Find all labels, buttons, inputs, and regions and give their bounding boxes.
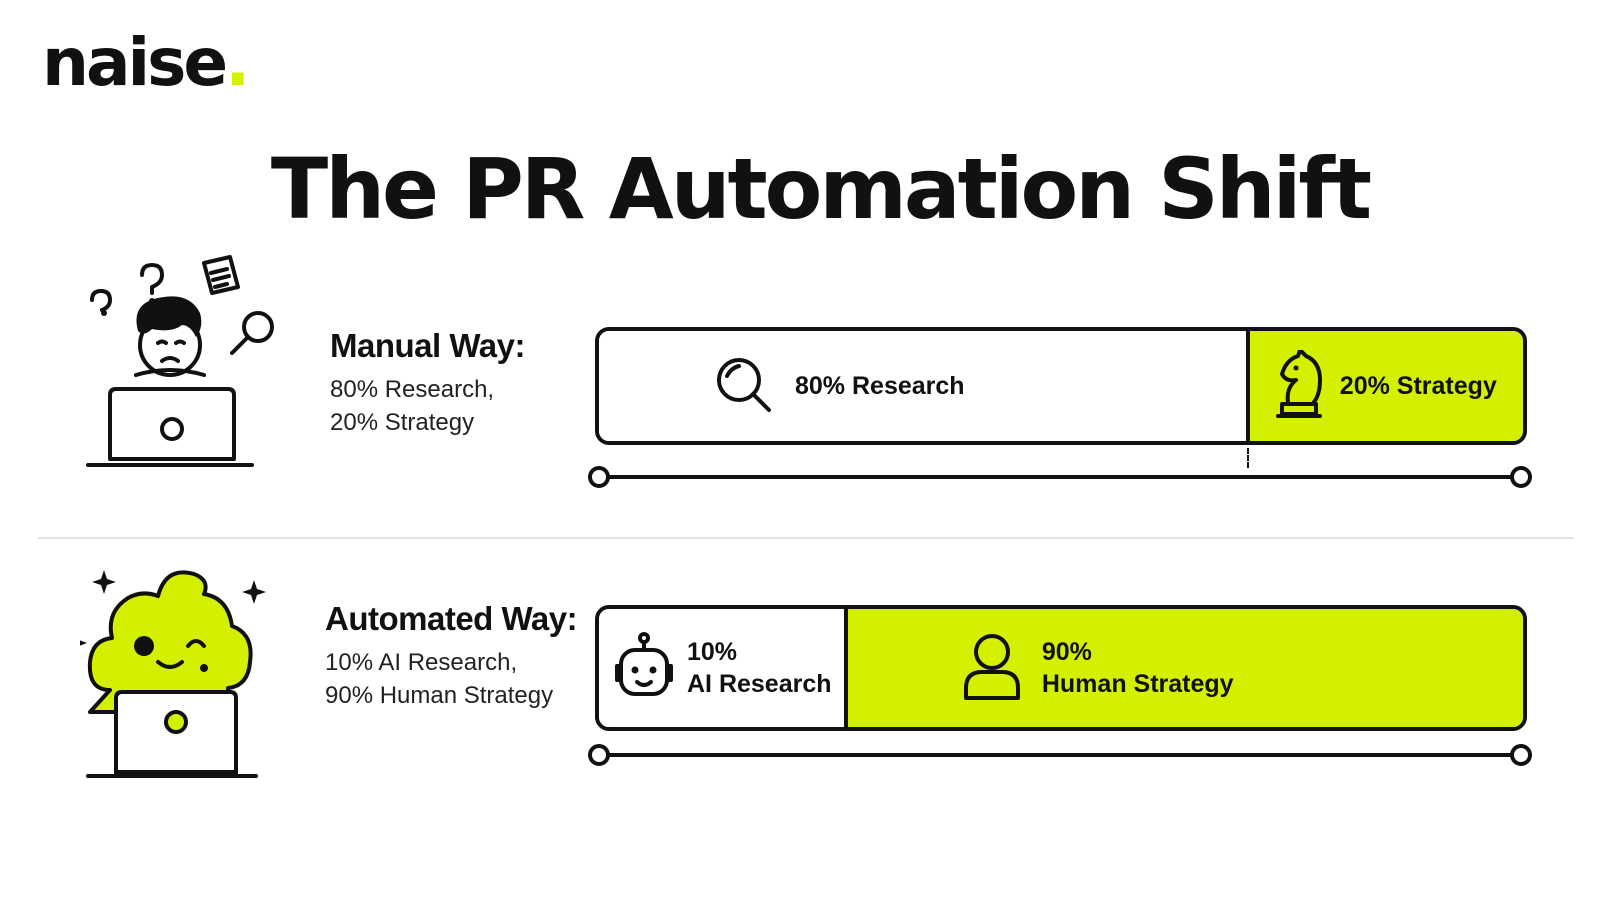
automated-research-label: AI Research (687, 670, 832, 698)
automated-strategy-segment: 90% Human Strategy (843, 609, 1523, 727)
manual-desc-2: 20% Strategy (330, 409, 475, 436)
timeline-split-marker (1247, 448, 1249, 468)
manual-research-text: 80% Research (795, 371, 965, 400)
timeline-start-dot (588, 466, 610, 488)
manual-strategy-text: 20% Strategy (1339, 371, 1497, 400)
manual-timeline (588, 466, 1532, 488)
manual-label: Manual Way: (330, 327, 525, 364)
automated-label: Automated Way: (325, 600, 578, 637)
page-title: The PR Automation Shift (270, 140, 1372, 238)
automated-split-bar: 10% AI Research 90% Human Strategy (595, 605, 1527, 731)
timeline-line (598, 753, 1522, 757)
manual-research-segment: 80% Research (599, 331, 1246, 441)
manual-split-bar: 80% Research 20% Strategy (595, 327, 1527, 445)
timeline-start-dot (588, 744, 610, 766)
brand-logo: naise. (42, 24, 250, 101)
automated-timeline (588, 744, 1532, 766)
magnifier-icon (717, 358, 771, 412)
person-icon (963, 634, 1020, 700)
stressed-person-laptop-icon (86, 255, 274, 467)
happy-mascot-laptop-icon (80, 570, 266, 778)
timeline-line (598, 475, 1522, 479)
automated-research-segment: 10% AI Research (599, 609, 844, 727)
automated-label-block: Automated Way: 10% AI Research, 90% Huma… (325, 600, 578, 712)
automated-desc-1: 10% AI Research, (325, 649, 518, 676)
automated-strategy-pct: 90% (1041, 638, 1092, 666)
chess-knight-icon (1275, 350, 1322, 418)
manual-strategy-segment: 20% Strategy (1245, 331, 1523, 441)
automated-research-pct: 10% (687, 638, 738, 666)
manual-row: Manual Way: 80% Research, 20% Strategy 8… (0, 245, 1600, 488)
automated-research-text: 10% AI Research (687, 636, 832, 700)
timeline-end-dot (1510, 744, 1532, 766)
robot-icon (615, 632, 673, 696)
automated-desc-2: 90% Human Strategy (325, 682, 554, 709)
automated-strategy-label: Human Strategy (1041, 670, 1234, 698)
automated-strategy-text: 90% Human Strategy (1042, 636, 1234, 700)
timeline-end-dot (1510, 466, 1532, 488)
section-divider (38, 537, 1574, 539)
brand-name: naise (42, 24, 228, 101)
manual-label-block: Manual Way: 80% Research, 20% Strategy (330, 327, 525, 439)
manual-desc-1: 80% Research, (330, 376, 495, 403)
automated-row: Automated Way: 10% AI Research, 90% Huma… (0, 560, 1600, 800)
brand-dot: . (225, 24, 250, 101)
